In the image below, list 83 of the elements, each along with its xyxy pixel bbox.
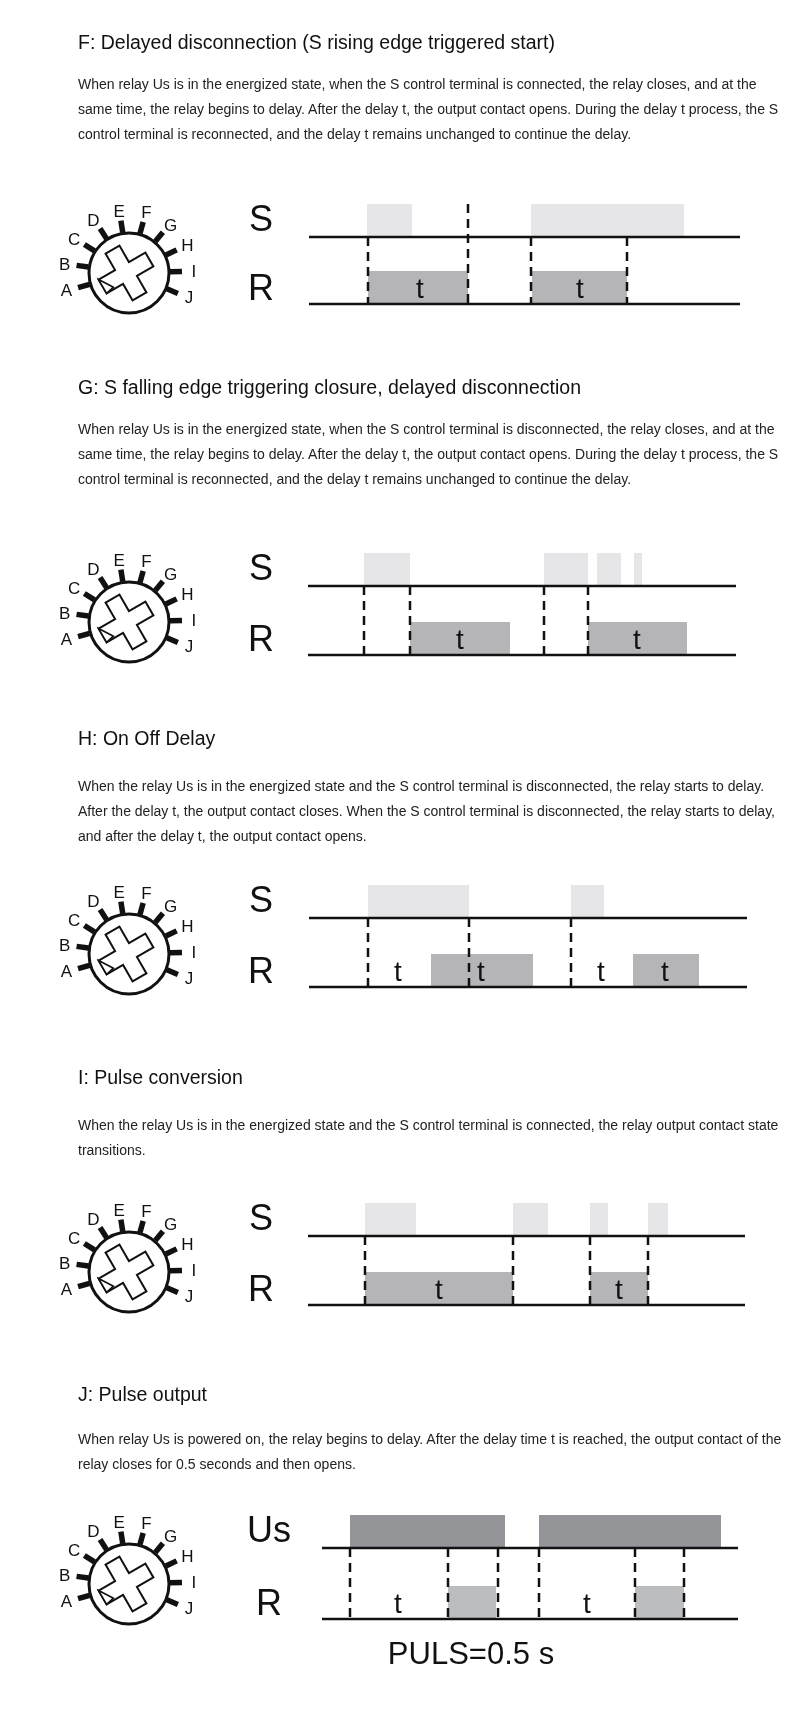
dial-letter: I <box>191 262 197 280</box>
dial-letter: E <box>113 883 125 901</box>
delay-label: t <box>633 626 641 654</box>
dial-letter: D <box>87 211 100 229</box>
section-heading: J: Pulse output <box>78 1382 207 1407</box>
dial-letter: F <box>141 1202 152 1220</box>
dial-letter: A <box>60 962 73 980</box>
dial-letter: A <box>60 1280 73 1298</box>
signal-name: R <box>248 621 274 657</box>
section-heading: G: S falling edge triggering closure, delayed disconnection <box>78 375 581 400</box>
signal-name: S <box>249 550 273 586</box>
dial-letter: F <box>141 203 152 221</box>
signal-name: Us <box>247 1512 291 1548</box>
dial-letter: B <box>59 1254 71 1272</box>
dial-letter: F <box>141 552 152 570</box>
dial-letter: D <box>87 1522 100 1540</box>
delay-label: t <box>456 626 464 654</box>
dial-letter: G <box>164 897 178 915</box>
description-text: When the relay Us is in the energized state and the S control terminal is connected, the relay output contact state transitions. <box>78 1116 780 1160</box>
signal-name: S <box>249 1200 273 1236</box>
description-text: When relay Us is in the energized state, when the S control terminal is disconnected, the relay closes, and at the same time, the relay begins to delay. After the delay t, the output contact opens. During the delay t process, the S control terminal is reconnected, and the delay t remains unchanged to continue the delay. <box>78 420 780 489</box>
section-heading: H: On Off Delay <box>78 726 216 751</box>
dial-letter: J <box>184 637 194 655</box>
signal-name: R <box>248 953 274 989</box>
dial-letter: A <box>60 281 73 299</box>
delay-label: t <box>597 958 605 986</box>
dial-letter: C <box>68 1541 81 1559</box>
dial-letter: C <box>68 579 81 597</box>
signal-name: S <box>249 201 273 237</box>
dial-letter: B <box>59 255 71 273</box>
delay-label: t <box>416 275 424 303</box>
description-text: When the relay Us is in the energized state and the S control terminal is disconnected, the relay starts to delay. After the delay t, the output contact closes. When the S control terminal is disconnected, the relay starts to delay, and after the delay t, the output contact opens. <box>78 777 776 846</box>
dial-letter: H <box>181 236 194 254</box>
delay-label: t <box>661 958 669 986</box>
signal-name: S <box>249 882 273 918</box>
dial-letter: C <box>68 1229 81 1247</box>
delay-label: t <box>394 1590 402 1618</box>
dial-letter: G <box>164 1527 178 1545</box>
dial-letter: J <box>184 1287 194 1305</box>
pulse-length-label: PULS=0.5 s <box>387 1637 555 1669</box>
dial-letter: E <box>113 202 125 220</box>
dial-letter: D <box>87 1210 100 1228</box>
delay-label: t <box>435 1276 443 1304</box>
dial-letter: H <box>181 585 194 603</box>
dial-letter: G <box>164 216 178 234</box>
delay-label: t <box>477 958 485 986</box>
dial-letter: B <box>59 604 71 622</box>
section-heading: F: Delayed disconnection (S rising edge triggered start) <box>78 30 555 55</box>
signal-name: R <box>256 1585 282 1621</box>
dial-letter: B <box>59 936 71 954</box>
dial-letter: G <box>164 1215 178 1233</box>
dial-letter: B <box>59 1566 71 1584</box>
dial-letter: J <box>184 969 194 987</box>
dial-letter: J <box>184 288 194 306</box>
dial-letter: I <box>191 1573 197 1591</box>
dial-letter: D <box>87 560 100 578</box>
dial-letter: F <box>141 884 152 902</box>
dial-letter: E <box>113 1201 125 1219</box>
delay-label: t <box>583 1590 591 1618</box>
dial-letter: H <box>181 1547 194 1565</box>
signal-name: R <box>248 270 274 306</box>
section-heading: I: Pulse conversion <box>78 1065 243 1090</box>
dial-letter: D <box>87 892 100 910</box>
dial-letter: I <box>191 1261 197 1279</box>
dial-letter: E <box>113 551 125 569</box>
dial-letter: H <box>181 917 194 935</box>
signal-name: R <box>248 1271 274 1307</box>
dial-letter: A <box>60 1592 73 1610</box>
description-text: When relay Us is in the energized state, when the S control terminal is connected, the relay closes, and at the same time, the relay begins to delay. After the delay t, the output contact opens. During the delay t process, the S control terminal is reconnected, and the delay t remains unchanged to continue the delay. <box>78 75 780 144</box>
description-text: When relay Us is powered on, the relay begins to delay. After the delay time t is reached, the output contact of the relay closes for 0.5 seconds and then opens. <box>78 1430 783 1474</box>
dial-letter: H <box>181 1235 194 1253</box>
dial-letter: G <box>164 565 178 583</box>
dial-letter: I <box>191 611 197 629</box>
dial-letter: A <box>60 630 73 648</box>
dial-letter: C <box>68 230 81 248</box>
dial-letter: C <box>68 911 81 929</box>
dial-letter: J <box>184 1599 194 1617</box>
delay-label: t <box>615 1276 623 1304</box>
dial-letter: E <box>113 1513 125 1531</box>
dial-letter: I <box>191 943 197 961</box>
delay-label: t <box>576 275 584 303</box>
delay-label: t <box>394 958 402 986</box>
dial-letter: F <box>141 1514 152 1532</box>
